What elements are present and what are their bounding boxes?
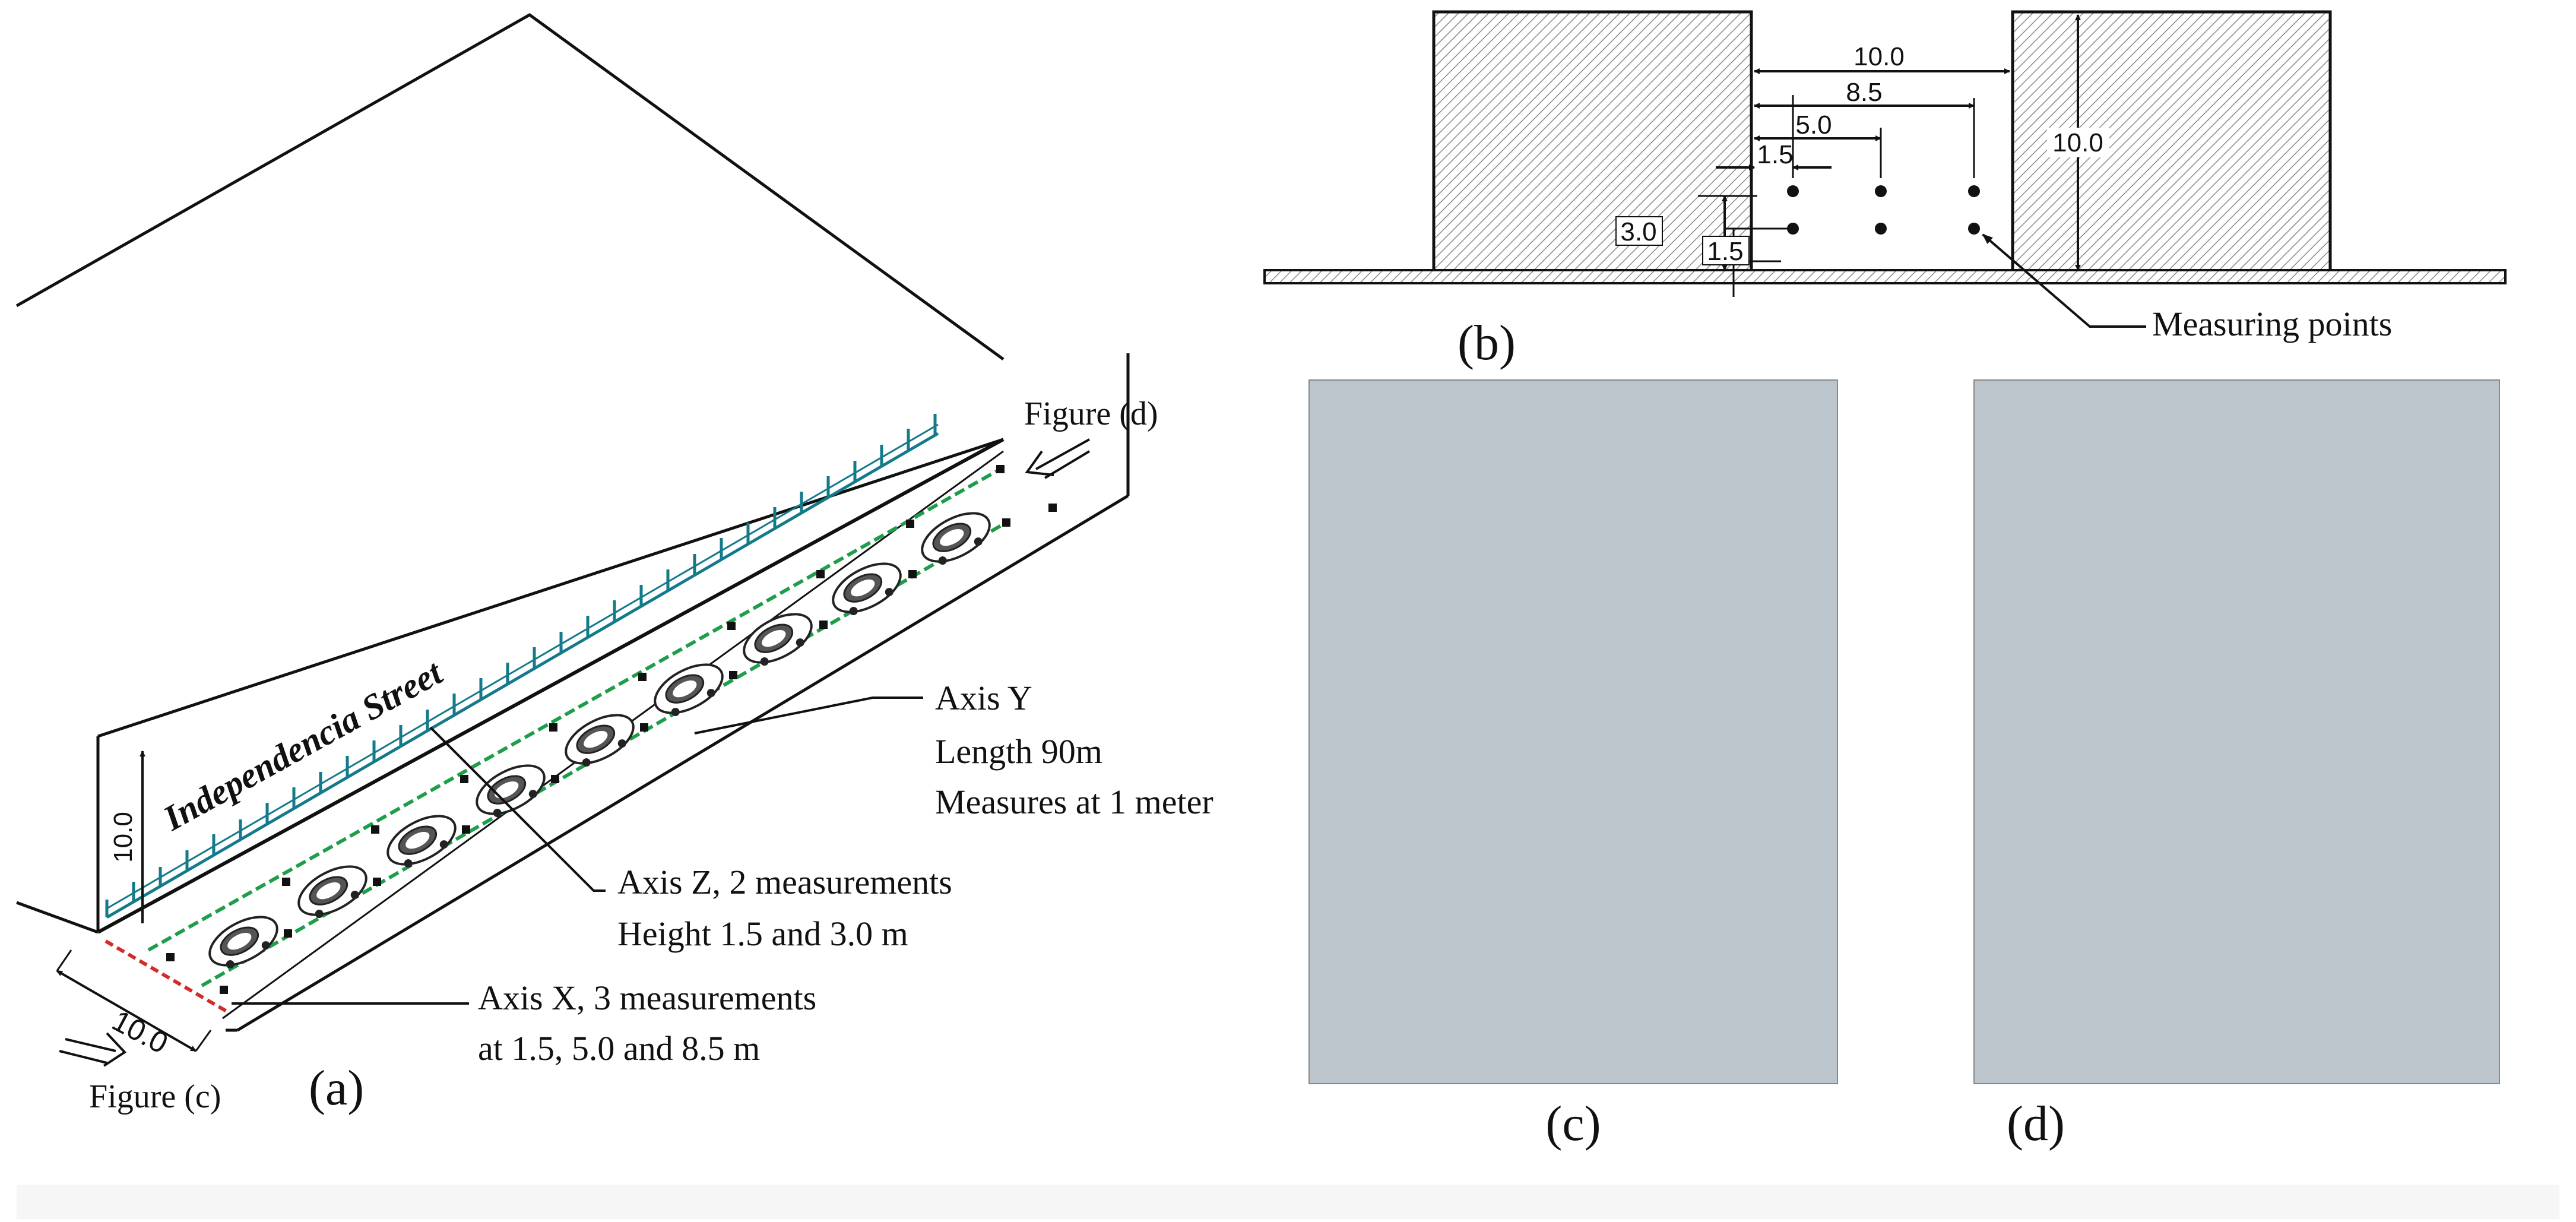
- dim-label-10: 10.0: [1853, 42, 1905, 71]
- panel-d-label: (d): [2007, 1096, 2065, 1151]
- axis-x-positions: at 1.5, 5.0 and 8.5 m: [478, 1029, 760, 1068]
- panel-d-photo: (d): [1973, 379, 2500, 1151]
- axis-y-interval: Measures at 1 meter: [935, 783, 1213, 821]
- axis-y-length: Length 90m: [935, 732, 1102, 771]
- bottom-band: [17, 1185, 2559, 1219]
- street-name-label: Independencia Street: [156, 652, 449, 838]
- dim-label-h-1-5: 1.5: [1707, 237, 1743, 266]
- street-curb-right: [236, 494, 1129, 1032]
- axis-x-callout: Axis X, 3 measurements at 1.5, 5.0 and 8…: [478, 979, 825, 1068]
- axis-z-title: Axis Z, 2 measurements: [617, 863, 952, 901]
- width-dimension-label: 10.0: [107, 1003, 173, 1060]
- axis-x-title: Axis X, 3 measurements: [478, 979, 816, 1017]
- axis-y-title: Axis Y: [935, 679, 1032, 717]
- measuring-points-b: [1787, 185, 1980, 235]
- left-building-hatched: [1432, 10, 1753, 275]
- dim-label-8-5: 8.5: [1846, 78, 1882, 107]
- axis-z-callout: Axis Z, 2 measurements Height 1.5 and 3.…: [617, 863, 961, 953]
- measuring-points-label: Measuring points: [2152, 305, 2392, 343]
- panel-b-cross-section: 10.0 8.5 5.0 1.5 10.0 3.0 1.5 Measu: [1263, 10, 2507, 371]
- height-dimension-label: 10.0: [109, 812, 138, 863]
- measurement-points-a: [166, 465, 1057, 994]
- panel-a-label: (a): [309, 1060, 364, 1116]
- width-dimension-line: [56, 970, 197, 1052]
- building-base-edge: [97, 438, 1004, 738]
- dim-label-5-0: 5.0: [1795, 110, 1832, 140]
- figure-d-pointer-label: Figure (d): [1024, 395, 1158, 432]
- panel-a-isometric-diagram: Independencia Street 10.0 10.0 Figure (d…: [15, 13, 1213, 1116]
- figure-c-arrow-icon: [65, 1032, 127, 1067]
- dim-label-3-0: 3.0: [1620, 217, 1656, 246]
- measurement-lines: [147, 467, 1007, 987]
- figure-c-pointer-label: Figure (c): [89, 1078, 221, 1115]
- panel-c-photo: (c): [1308, 379, 1838, 1151]
- measuring-points-leader: [1982, 233, 2146, 328]
- dim-label-1-5: 1.5: [1757, 140, 1793, 169]
- axis-z-heights: Height 1.5 and 3.0 m: [617, 914, 908, 953]
- figure-d-arrow-icon: [1025, 438, 1090, 476]
- teal-fence: [105, 414, 939, 919]
- street-curb-left: [97, 438, 1005, 934]
- axis-y-callout: Axis Y Length 90m Measures at 1 meter: [935, 679, 1213, 821]
- building-side-edge: [16, 901, 99, 934]
- panel-b-label: (b): [1457, 315, 1516, 371]
- ground-line-hatched: [1263, 269, 2507, 284]
- panel-c-label: (c): [1545, 1096, 1601, 1151]
- axis-z-leader: [429, 726, 606, 892]
- building-top-edge: [15, 13, 1005, 361]
- axis-y-leader: [694, 697, 923, 735]
- dim-label-height-10: 10.0: [2052, 128, 2103, 157]
